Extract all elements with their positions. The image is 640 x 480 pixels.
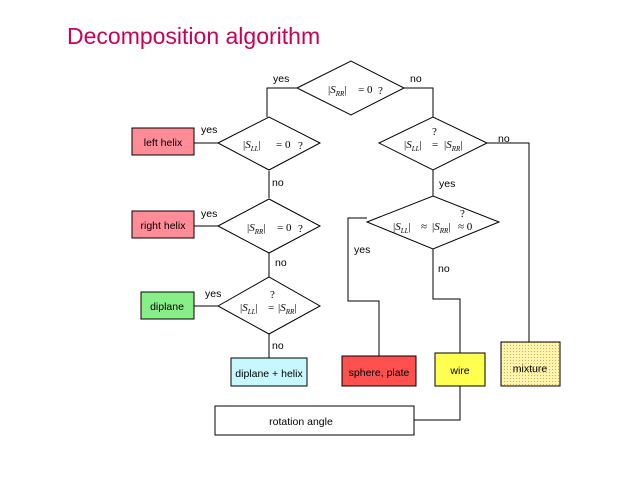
decision-d3: |SRR| = 0 ? <box>216 198 322 254</box>
svg-text:mixture: mixture <box>513 363 548 375</box>
decision-d6: ? |SLL| ≈ |SRR| ≈ 0 <box>365 195 501 250</box>
decision-d4: ? |SLL| = |SRR| <box>377 116 489 171</box>
connectors <box>194 87 530 421</box>
svg-text:diplane: diplane <box>150 301 184 313</box>
svg-text:?: ? <box>270 289 275 301</box>
svg-text:|SLL|: |SLL| <box>240 302 258 316</box>
svg-text:left helix: left helix <box>144 137 183 149</box>
svg-text:diplane + helix: diplane + helix <box>235 368 303 380</box>
result-mixture: mixture <box>500 341 561 387</box>
yes-label: yes <box>273 73 289 85</box>
svg-text:|SRR|: |SRR| <box>247 222 265 236</box>
svg-text:rotation angle: rotation angle <box>269 416 333 428</box>
yes-label: yes <box>201 208 217 220</box>
svg-text:=: = <box>268 302 274 314</box>
svg-text:|SRR|: |SRR| <box>328 84 346 98</box>
svg-text:right helix: right helix <box>141 220 187 232</box>
result-diplane: diplane <box>140 291 195 320</box>
svg-text:|SLL|: |SLL| <box>243 139 261 153</box>
result-diplane-helix: diplane + helix <box>230 357 308 387</box>
svg-text:|SRR|: |SRR| <box>444 139 462 153</box>
svg-text:|SRR|: |SRR| <box>278 302 296 316</box>
no-label: no <box>275 257 287 269</box>
yes-label: yes <box>201 124 217 136</box>
svg-text:wire: wire <box>449 365 469 377</box>
svg-text:=: = <box>432 139 438 151</box>
svg-text:≈: ≈ <box>421 221 427 233</box>
svg-text:= 0: = 0 <box>358 84 373 96</box>
no-label: no <box>438 263 450 275</box>
svg-text:?: ? <box>432 126 437 138</box>
result-right-helix: right helix <box>131 210 195 239</box>
no-label: no <box>272 177 284 189</box>
svg-text:|SLL|: |SLL| <box>404 139 422 153</box>
yes-label: yes <box>439 178 455 190</box>
decision-d1: |SRR| = 0 ? <box>295 60 406 116</box>
yes-label: yes <box>205 288 221 300</box>
result-wire: wire <box>434 352 486 387</box>
no-label: no <box>410 73 422 85</box>
result-rotation-angle: rotation angle <box>214 405 415 436</box>
result-sphere-plate: sphere, plate <box>341 355 417 387</box>
decision-d2: |SLL| = 0 ? <box>216 116 322 171</box>
no-label: no <box>498 133 510 145</box>
svg-text:|SRR|: |SRR| <box>432 221 450 235</box>
svg-text:|SLL|: |SLL| <box>393 221 411 235</box>
svg-text:≈ 0: ≈ 0 <box>458 221 473 233</box>
svg-text:?: ? <box>378 85 383 97</box>
svg-text:?: ? <box>298 140 303 152</box>
decision-d5: ? |SLL| = |SRR| <box>216 276 322 335</box>
page-title: Decomposition algorithm <box>67 23 320 49</box>
svg-text:= 0: = 0 <box>277 222 292 234</box>
svg-text:= 0: = 0 <box>276 139 291 151</box>
branch-labels: yes no yes no yes no yes no no yes yes n… <box>201 73 510 352</box>
svg-text:?: ? <box>298 223 303 235</box>
svg-text:?: ? <box>460 208 465 220</box>
yes-label: yes <box>354 244 370 256</box>
svg-text:sphere, plate: sphere, plate <box>349 367 410 379</box>
result-left-helix: left helix <box>131 127 195 156</box>
no-label: no <box>272 340 284 352</box>
